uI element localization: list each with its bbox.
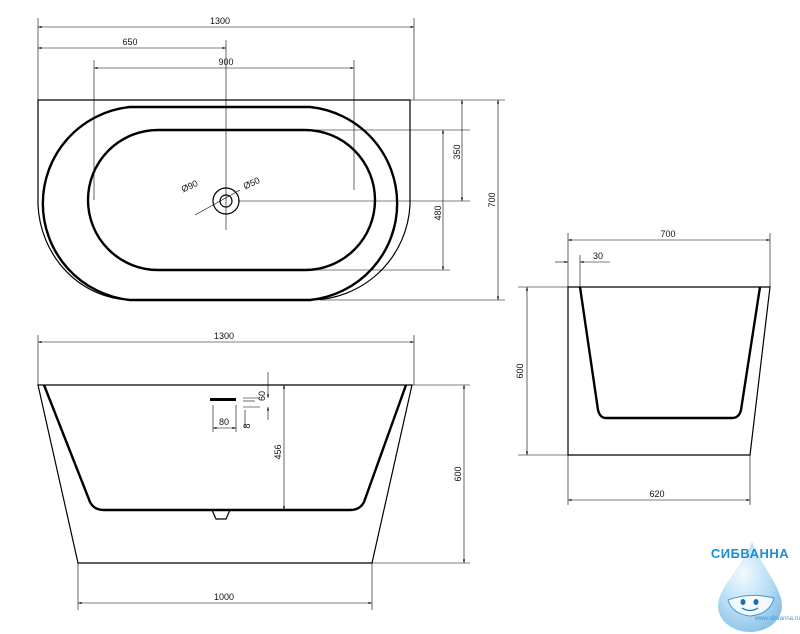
top-view: 1300 650 900 Ø90 Ø50 350 480 700 [37, 16, 505, 302]
dim-drain-50: Ø50 [242, 175, 262, 191]
side-outer-outline [567, 286, 771, 456]
side-inner-outline [578, 286, 762, 420]
front-inner-outline [42, 384, 408, 512]
dim-top-900: 900 [218, 57, 233, 67]
dim-front-456: 456 [273, 444, 283, 459]
dim-side-620: 620 [649, 489, 664, 499]
dim-top-width: 1300 [210, 16, 230, 26]
dim-top-480: 480 [433, 205, 443, 220]
dim-front-60: 60 [257, 391, 267, 401]
side-view: 700 30 600 620 [515, 229, 771, 505]
dim-drain-90: Ø90 [180, 178, 200, 194]
front-outer-outline [37, 384, 413, 564]
dim-top-350: 350 [452, 144, 462, 159]
dim-front-8: 8 [242, 423, 252, 428]
top-rim-outline [41, 105, 399, 302]
dim-front-600: 600 [453, 466, 463, 481]
logo-name: СИБВАННА [710, 546, 790, 561]
dim-side-700: 700 [660, 229, 675, 239]
dim-front-80: 80 [219, 417, 229, 427]
front-drain [211, 509, 231, 520]
water-drop-icon [718, 542, 782, 632]
dim-front-1000: 1000 [214, 592, 234, 602]
sibvanna-logo: СИБВАННА www.sibvanna.ru [700, 540, 800, 634]
dim-side-600: 600 [515, 363, 525, 378]
front-view: 1300 60 80 8 456 600 1000 [37, 331, 470, 610]
dim-top-650: 650 [122, 37, 137, 47]
dim-side-30: 30 [593, 251, 603, 261]
logo-url: www.sibvanna.ru [754, 616, 800, 622]
dim-top-700: 700 [487, 192, 497, 207]
front-overflow [210, 398, 236, 401]
dim-front-1300: 1300 [214, 331, 234, 341]
